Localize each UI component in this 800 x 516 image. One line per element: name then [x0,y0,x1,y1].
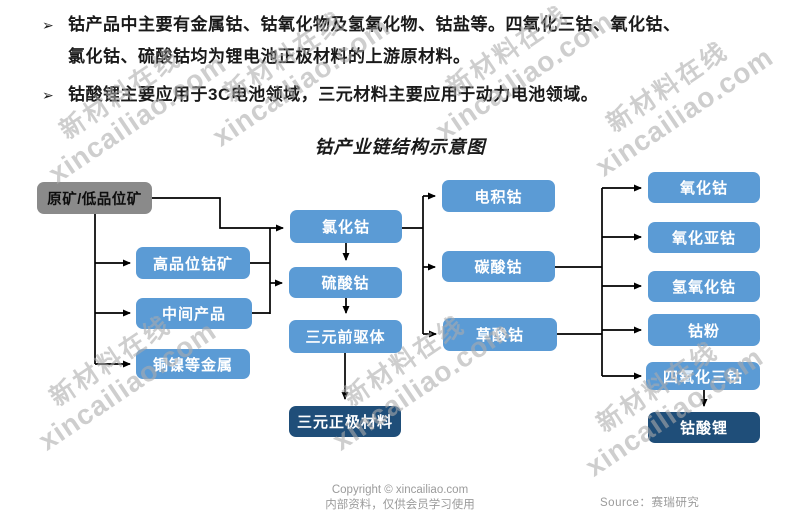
node-raw-ore: 原矿/低品位矿 [37,182,152,214]
bullet-item-1-continued: 氯化钴、硫酸钴均为锂电池正极材料的上游原材料。 [42,41,782,73]
node-cobalt-carbonate: 碳酸钴 [442,251,555,282]
node-cobalt-hydroxide: 氢氧化钴 [648,271,760,302]
footer-source: Source：赛瑞研究 [600,494,699,510]
node-cobalt-oxalate: 草酸钴 [443,318,557,351]
node-copper-nickel-metal: 铜镍等金属 [136,349,250,379]
node-tricobalt-tetroxide: 四氧化三钴 [646,362,760,390]
footer-copyright: Copyright © xincailiao.com 内部资料，仅供会员学习使用 [0,483,800,513]
node-lithium-cobalt-oxide: 钴酸锂 [648,412,760,443]
bullet-item-1: ➢ 钴产品中主要有金属钴、钴氧化物及氢氧化物、钴盐等。四氧化三钴、氧化钴、 [42,9,782,41]
node-ternary-cathode-material: 三元正极材料 [289,406,401,437]
node-cobalt-sulfate: 硫酸钴 [289,267,402,298]
bullet-arrow-icon: ➢ [42,87,55,103]
node-ternary-precursor: 三元前驱体 [289,320,402,353]
node-intermediate-product: 中间产品 [136,298,252,329]
node-cobalt-powder: 钴粉 [648,314,760,346]
source-label: Source： [600,497,652,509]
node-cobalt-oxide: 氧化钴 [648,172,760,203]
edge-raw-to-cobalt-chloride [152,197,284,232]
bullet-item-2: ➢ 钴酸锂主要应用于3C电池领域，三元材料主要应用于动力电池领域。 [42,79,782,111]
node-electrowon-cobalt: 电积钴 [442,180,555,212]
source-value: 赛瑞研究 [651,497,700,509]
bullet-text-line: 钴酸锂主要应用于3C电池领域，三元材料主要应用于动力电池领域。 [68,85,599,104]
copyright-line1: Copyright © xincailiao.com [331,484,469,496]
bullet-text-line: 钴产品中主要有金属钴、钴氧化物及氢氧化物、钴盐等。四氧化三钴、氧化钴、 [68,15,681,34]
node-cobalt-chloride: 氯化钴 [290,210,402,243]
bullet-arrow-icon: ➢ [42,17,55,33]
node-cobaltous-oxide: 氧化亚钴 [648,222,760,253]
bullet-list: ➢ 钴产品中主要有金属钴、钴氧化物及氢氧化物、钴盐等。四氧化三钴、氧化钴、 氯化… [42,9,782,111]
diagram-title: 钴产业链结构示意图 [314,137,486,157]
node-high-grade-ore: 高品位钴矿 [136,247,250,279]
bullet-text-line: 氯化钴、硫酸钴均为锂电池正极材料的上游原材料。 [68,47,471,66]
copyright-line2: 内部资料，仅供会员学习使用 [325,499,475,511]
